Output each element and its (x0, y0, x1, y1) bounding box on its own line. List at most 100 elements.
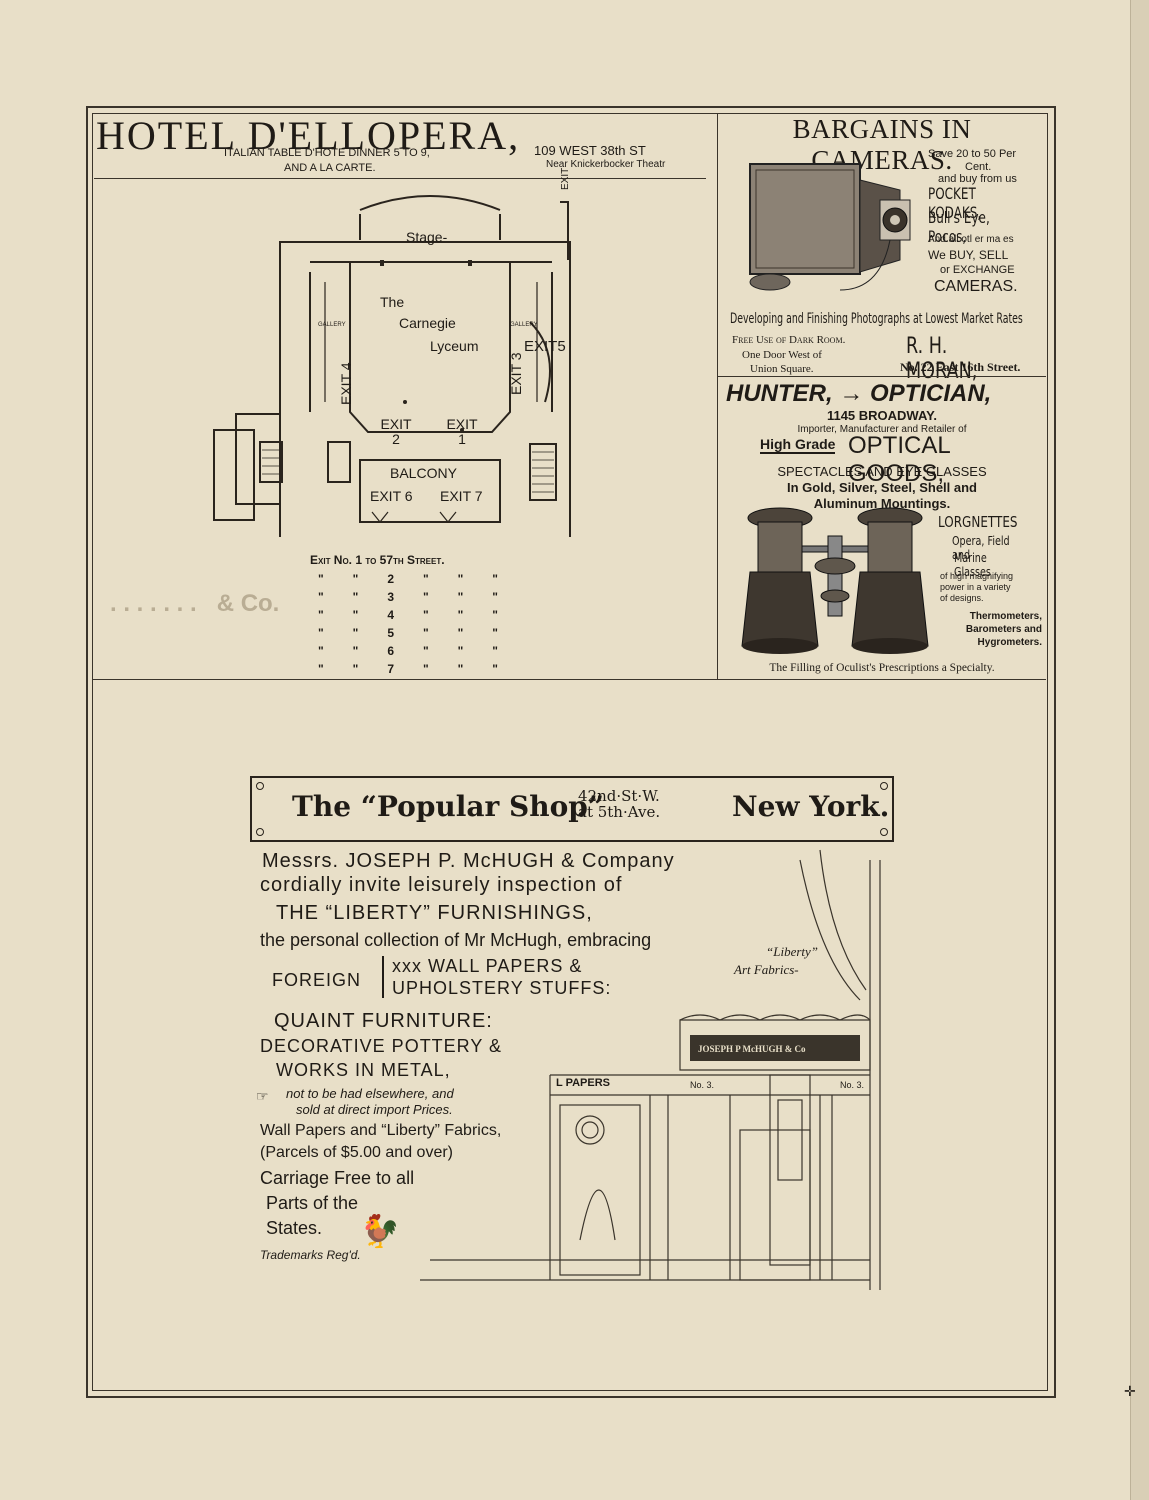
camera-kodaks: POCKET KODAKS, (928, 184, 982, 222)
plan-gallery-right: GALLERY (510, 322, 538, 328)
exit-row-number: 6 (387, 644, 394, 658)
exits-heading: Exit No. 1 to 57th Street. (310, 553, 445, 567)
optician-name: HUNTER, → OPTICIAN, (726, 380, 992, 407)
exit-row-number: 5 (387, 626, 394, 640)
camera-exchange: or EXCHANGE (940, 264, 1015, 276)
floor-plan-diagram (213, 195, 571, 537)
pointing-hand-icon: ☞ (256, 1088, 270, 1104)
plan-stage-label: Stage- (406, 229, 448, 245)
banner-rivet (256, 828, 264, 836)
page-border-inner (92, 113, 1048, 1391)
banner-brace: 42nd·St·W. at 5th·Ave. (578, 788, 660, 820)
exit-row-number: 7 (387, 662, 394, 676)
shop-no3b: No. 3. (840, 1080, 865, 1090)
liberty-sign-2: Art Fabrics- (734, 962, 799, 977)
optician-spectacles: SPECTACLES AND EYE GLASSES (777, 464, 987, 479)
camera-others: And all otl er ma es (928, 234, 1014, 245)
exit-row: ""4""" (318, 608, 498, 622)
optician-highgrade: High Grade (760, 436, 836, 454)
shop-line-3: the personal collection of Mr McHugh, em… (260, 930, 652, 950)
shop-fabrics2: (Parcels of $5.00 and over) (260, 1144, 453, 1161)
shop-notelse1: not to be had elsewhere, and (286, 1086, 454, 1101)
shop-notelse2: sold at direct import Prices. (296, 1102, 453, 1117)
exits-table: ""2""" ""3""" ""4""" ""5""" ""6""" ""7""… (318, 570, 498, 678)
shop-wallpapers: xxx WALL PAPERS & (392, 956, 583, 976)
hotel-line1: ITALIAN TABLE D'HOTE DINNER 5 TO 9, (224, 147, 430, 159)
shop-metal: WORKS IN METAL, (276, 1060, 451, 1080)
exit-row: ""7""" (318, 662, 498, 676)
plan-exit4: EXIT 4 (338, 362, 354, 405)
exit-row-number: 4 (387, 608, 394, 622)
column-divider (717, 113, 718, 679)
camera-developing: Developing and Finishing Photographs at … (730, 311, 1023, 327)
optician-opera: Opera, Field and (952, 534, 1010, 562)
page-border-outer (86, 106, 1056, 1398)
binding-edge (1130, 0, 1149, 1500)
optician-footer: The Filling of Oculist's Prescriptions a… (769, 662, 995, 674)
plan-exit-top: EXIT (560, 167, 571, 190)
shop-line-1: cordially invite leisurely inspection of (260, 874, 623, 896)
shop-upholstery: UPHOLSTERY STUFFS: (392, 978, 612, 998)
exit-row: ""6""" (318, 644, 498, 658)
optician-lorgnettes: LORGNETTES (938, 513, 1018, 531)
exit-row: ""5""" (318, 626, 498, 640)
camera-door: One Door West of (742, 349, 822, 361)
camera-bullseye: Bull's Eye, Pocos, (928, 208, 990, 246)
plan-exit6: EXIT 6 (370, 488, 413, 504)
shop-no3a: No. 3. (690, 1080, 715, 1090)
hotel-underline (94, 178, 706, 179)
banner-brace-bottom: at 5th·Ave. (578, 803, 661, 821)
plan-exit5: EXIT5 (524, 338, 566, 355)
banner-brace-top: 42nd·St·W. (578, 787, 660, 805)
banner-title-pre: The “Popular Shop” (292, 790, 604, 823)
camera-buy: and buy from us (938, 173, 1017, 185)
hotel-line2: AND A LA CARTE. (284, 162, 376, 174)
optician-mountings: In Gold, Silver, Steel, Shell and (787, 480, 977, 495)
banner-title-post: New York. (732, 790, 890, 823)
section-divider (92, 679, 1046, 680)
plan-exit7: EXIT 7 (440, 488, 483, 504)
plan-venue-line2: Carnegie (399, 315, 456, 331)
rooster-trademark-icon: 🐓 (360, 1213, 401, 1249)
camera-square: Union Square. (750, 363, 814, 375)
hotel-name: HOTEL D'ELLOPERA, (96, 113, 521, 158)
hotel-ad: HOTEL D'ELLOPERA, ITALIAN TABLE D'HOTE D… (94, 114, 714, 178)
shop-line-2: THE “LIBERTY” FURNISHINGS, (276, 902, 593, 924)
shop-fabrics1: Wall Papers and “Liberty” Fabrics, (260, 1122, 502, 1139)
banner-rivet (256, 782, 264, 790)
camera-divider (718, 376, 1046, 377)
banner-rivet (880, 782, 888, 790)
exit-row: ""3""" (318, 590, 498, 604)
shop-trademark: Trademarks Reg'd. (260, 1248, 361, 1262)
bleed-through-text: . . . . . . . & Co. (110, 590, 280, 617)
plan-gallery-left: GALLERY (318, 322, 346, 328)
camera-cent: Cent. (965, 161, 992, 173)
camera-darkroom: Free Use of Dark Room. (732, 334, 846, 346)
camera-merchant-address: No. 22 East 16th Street. (900, 360, 1021, 374)
shop-pottery: DECORATIVE POTTERY & (260, 1036, 503, 1056)
plan-exit2: EXIT 2 (380, 416, 412, 448)
optician-aluminum: Aluminum Mountings. (813, 496, 951, 511)
plan-balcony: BALCONY (390, 465, 457, 481)
camera-ad: BARGAINS IN CAMERAS. Save 20 to 50 Per C… (720, 114, 1044, 384)
hotel-near: Near Knickerbocker Theatr (546, 159, 666, 170)
optician-marine: Marine Glasses (954, 551, 991, 579)
optician-optical-goods: OPTICAL GOODS, (848, 432, 950, 487)
camera-save: Save 20 to 50 Per (928, 148, 1017, 160)
shop-papers-sign: L PAPERS (556, 1077, 610, 1089)
hotel-address: 109 WEST 38th ST (534, 143, 646, 158)
optician-ad: HUNTER, → OPTICIAN, 1145 BROADWAY. Impor… (720, 378, 1044, 678)
storefront-illustration (420, 849, 881, 1290)
exit-row-number: 3 (387, 590, 394, 604)
liberty-sign-1: “Liberty” (766, 944, 819, 959)
shop-divider-bar (382, 956, 384, 998)
page-mark: ✛ (1124, 1385, 1136, 1400)
camera-cameras: CAMERAS. (934, 278, 1018, 295)
popular-shop-body: Messrs. JOSEPH P. McHUGH & Company cordi… (256, 850, 816, 1290)
shop-sign: JOSEPH P McHUGH & Co (698, 1044, 806, 1054)
plan-exit1: EXIT 1 (446, 416, 478, 448)
exit-row-number: 2 (387, 572, 394, 586)
